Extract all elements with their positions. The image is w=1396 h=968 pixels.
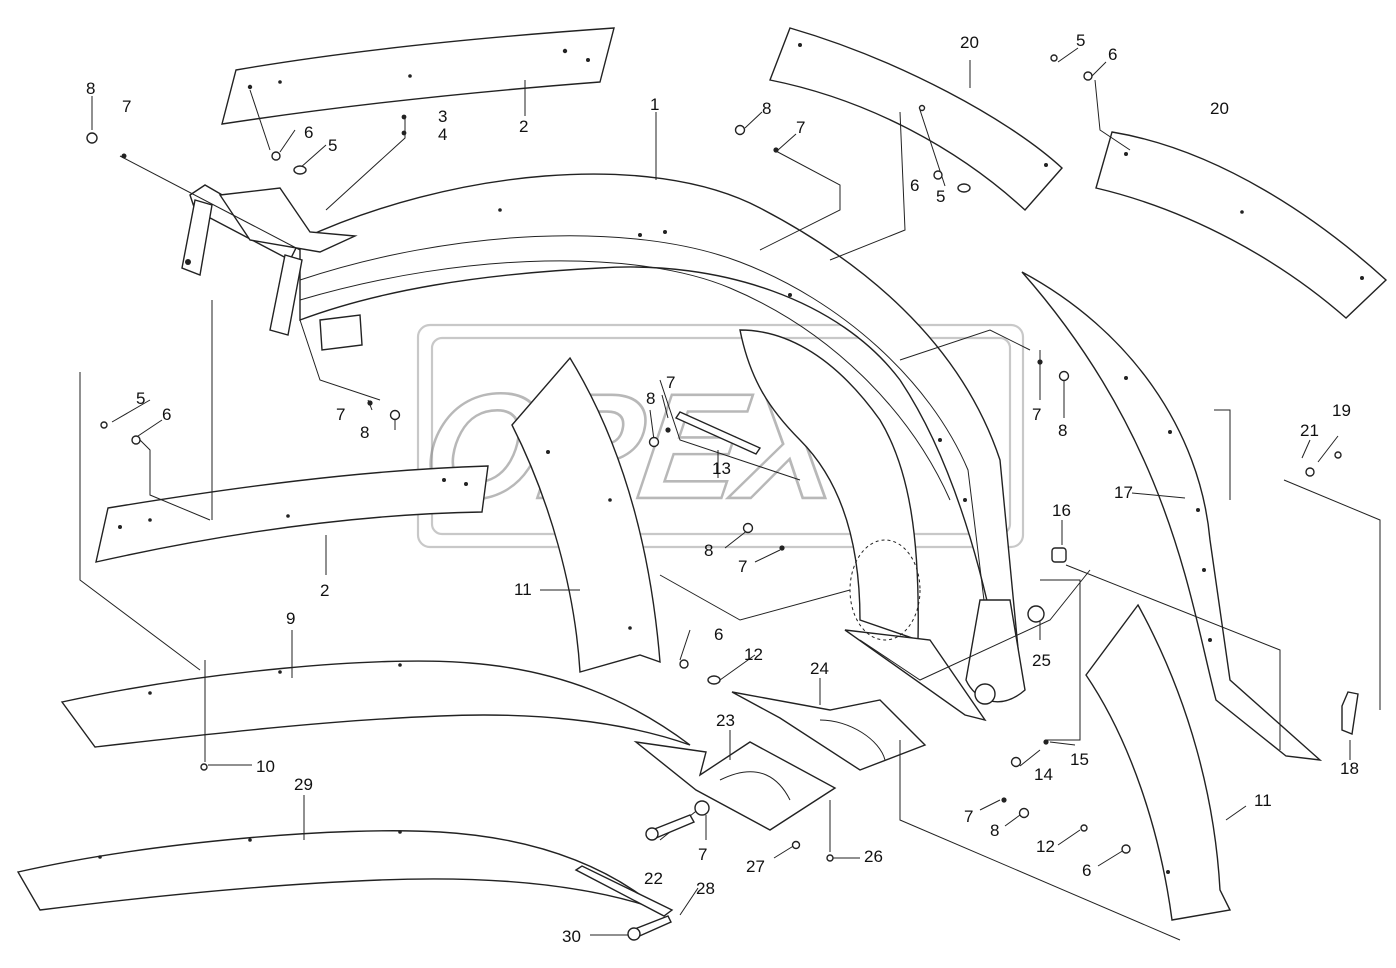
callout-8-b: 8: [360, 423, 369, 442]
part-20-right-panel: [1095, 131, 1388, 319]
callout-labels: 1 2 2 3 4 5 5 5 5 6 6 6 6 6 6 7 7 7 7 7 …: [86, 31, 1359, 946]
part-11-left-panel: [511, 356, 661, 673]
callout-8-g: 8: [990, 821, 999, 840]
part-13: [674, 411, 762, 455]
callout-15: 15: [1070, 750, 1089, 769]
callout-7-f: 7: [738, 557, 747, 576]
callout-22: 22: [644, 869, 663, 888]
callout-11-right: 11: [1254, 791, 1272, 810]
callout-19: 19: [1332, 401, 1351, 420]
callout-5-a: 5: [328, 136, 337, 155]
callout-9: 9: [286, 609, 295, 628]
callout-29: 29: [294, 775, 313, 794]
callout-7-g: 7: [964, 807, 973, 826]
callout-2-upper: 2: [519, 117, 528, 136]
callout-20-right: 20: [1210, 99, 1229, 118]
callout-30: 30: [562, 927, 581, 946]
callout-12-a: 12: [744, 645, 763, 664]
callout-17: 17: [1114, 483, 1133, 502]
part-2-upper-strip: [221, 27, 615, 125]
callout-8-a: 8: [86, 79, 95, 98]
part-20-upper-panel: [769, 27, 1063, 212]
callout-7-a: 7: [122, 97, 131, 116]
callout-2-lower: 2: [320, 581, 329, 600]
callout-27: 27: [746, 857, 765, 876]
bracket-assembly: [181, 184, 363, 351]
callout-11-left: 11: [514, 580, 532, 599]
part-28: [574, 865, 674, 917]
callout-8-c: 8: [762, 99, 771, 118]
part-1-fender-arc: [299, 173, 1026, 705]
callout-8-d: 8: [646, 389, 655, 408]
callout-26: 26: [864, 847, 883, 866]
callout-3: 3: [438, 107, 447, 126]
callout-6-c: 6: [910, 176, 919, 195]
leader-lines: [79, 47, 1381, 941]
callout-8-f: 8: [704, 541, 713, 560]
callout-20-upper: 20: [960, 33, 979, 52]
callout-7-c: 7: [796, 118, 805, 137]
callout-4: 4: [438, 125, 447, 144]
part-11-right-panel: [1085, 603, 1232, 921]
part-17-rubber-flap: [1021, 271, 1323, 761]
callout-7-d: 7: [666, 373, 675, 392]
callout-28: 28: [696, 879, 715, 898]
part-24-bracket: [731, 691, 927, 771]
callout-7-h: 7: [698, 845, 707, 864]
callout-14: 14: [1034, 765, 1053, 784]
callout-23: 23: [716, 711, 735, 730]
callout-6-b: 6: [162, 405, 171, 424]
callout-18: 18: [1340, 759, 1359, 778]
callout-5-b: 5: [136, 389, 145, 408]
callout-6-f: 6: [1082, 861, 1091, 880]
callout-6-e: 6: [714, 625, 723, 644]
part-2-lower-strip: [95, 465, 489, 563]
callout-8-e: 8: [1058, 421, 1067, 440]
callout-6-d: 6: [1108, 45, 1117, 64]
part-23-bracket: [633, 740, 837, 831]
callout-21: 21: [1300, 421, 1319, 440]
callout-12-b: 12: [1036, 837, 1055, 856]
part-29-strip: [16, 830, 661, 911]
callout-10: 10: [256, 757, 275, 776]
callout-7-e: 7: [1032, 405, 1041, 424]
part-9-strip: [60, 660, 691, 748]
callout-5-c: 5: [936, 187, 945, 206]
callout-7-b: 7: [336, 405, 345, 424]
fasteners: [86, 54, 1342, 941]
callout-6-a: 6: [304, 123, 313, 142]
callout-13: 13: [712, 459, 731, 478]
callout-24: 24: [810, 659, 829, 678]
callout-5-d: 5: [1076, 31, 1085, 50]
callout-1: 1: [650, 95, 659, 114]
part-18: [1341, 691, 1359, 735]
callout-25: 25: [1032, 651, 1051, 670]
callout-16: 16: [1052, 501, 1071, 520]
part-16-spacer: [1051, 547, 1067, 563]
